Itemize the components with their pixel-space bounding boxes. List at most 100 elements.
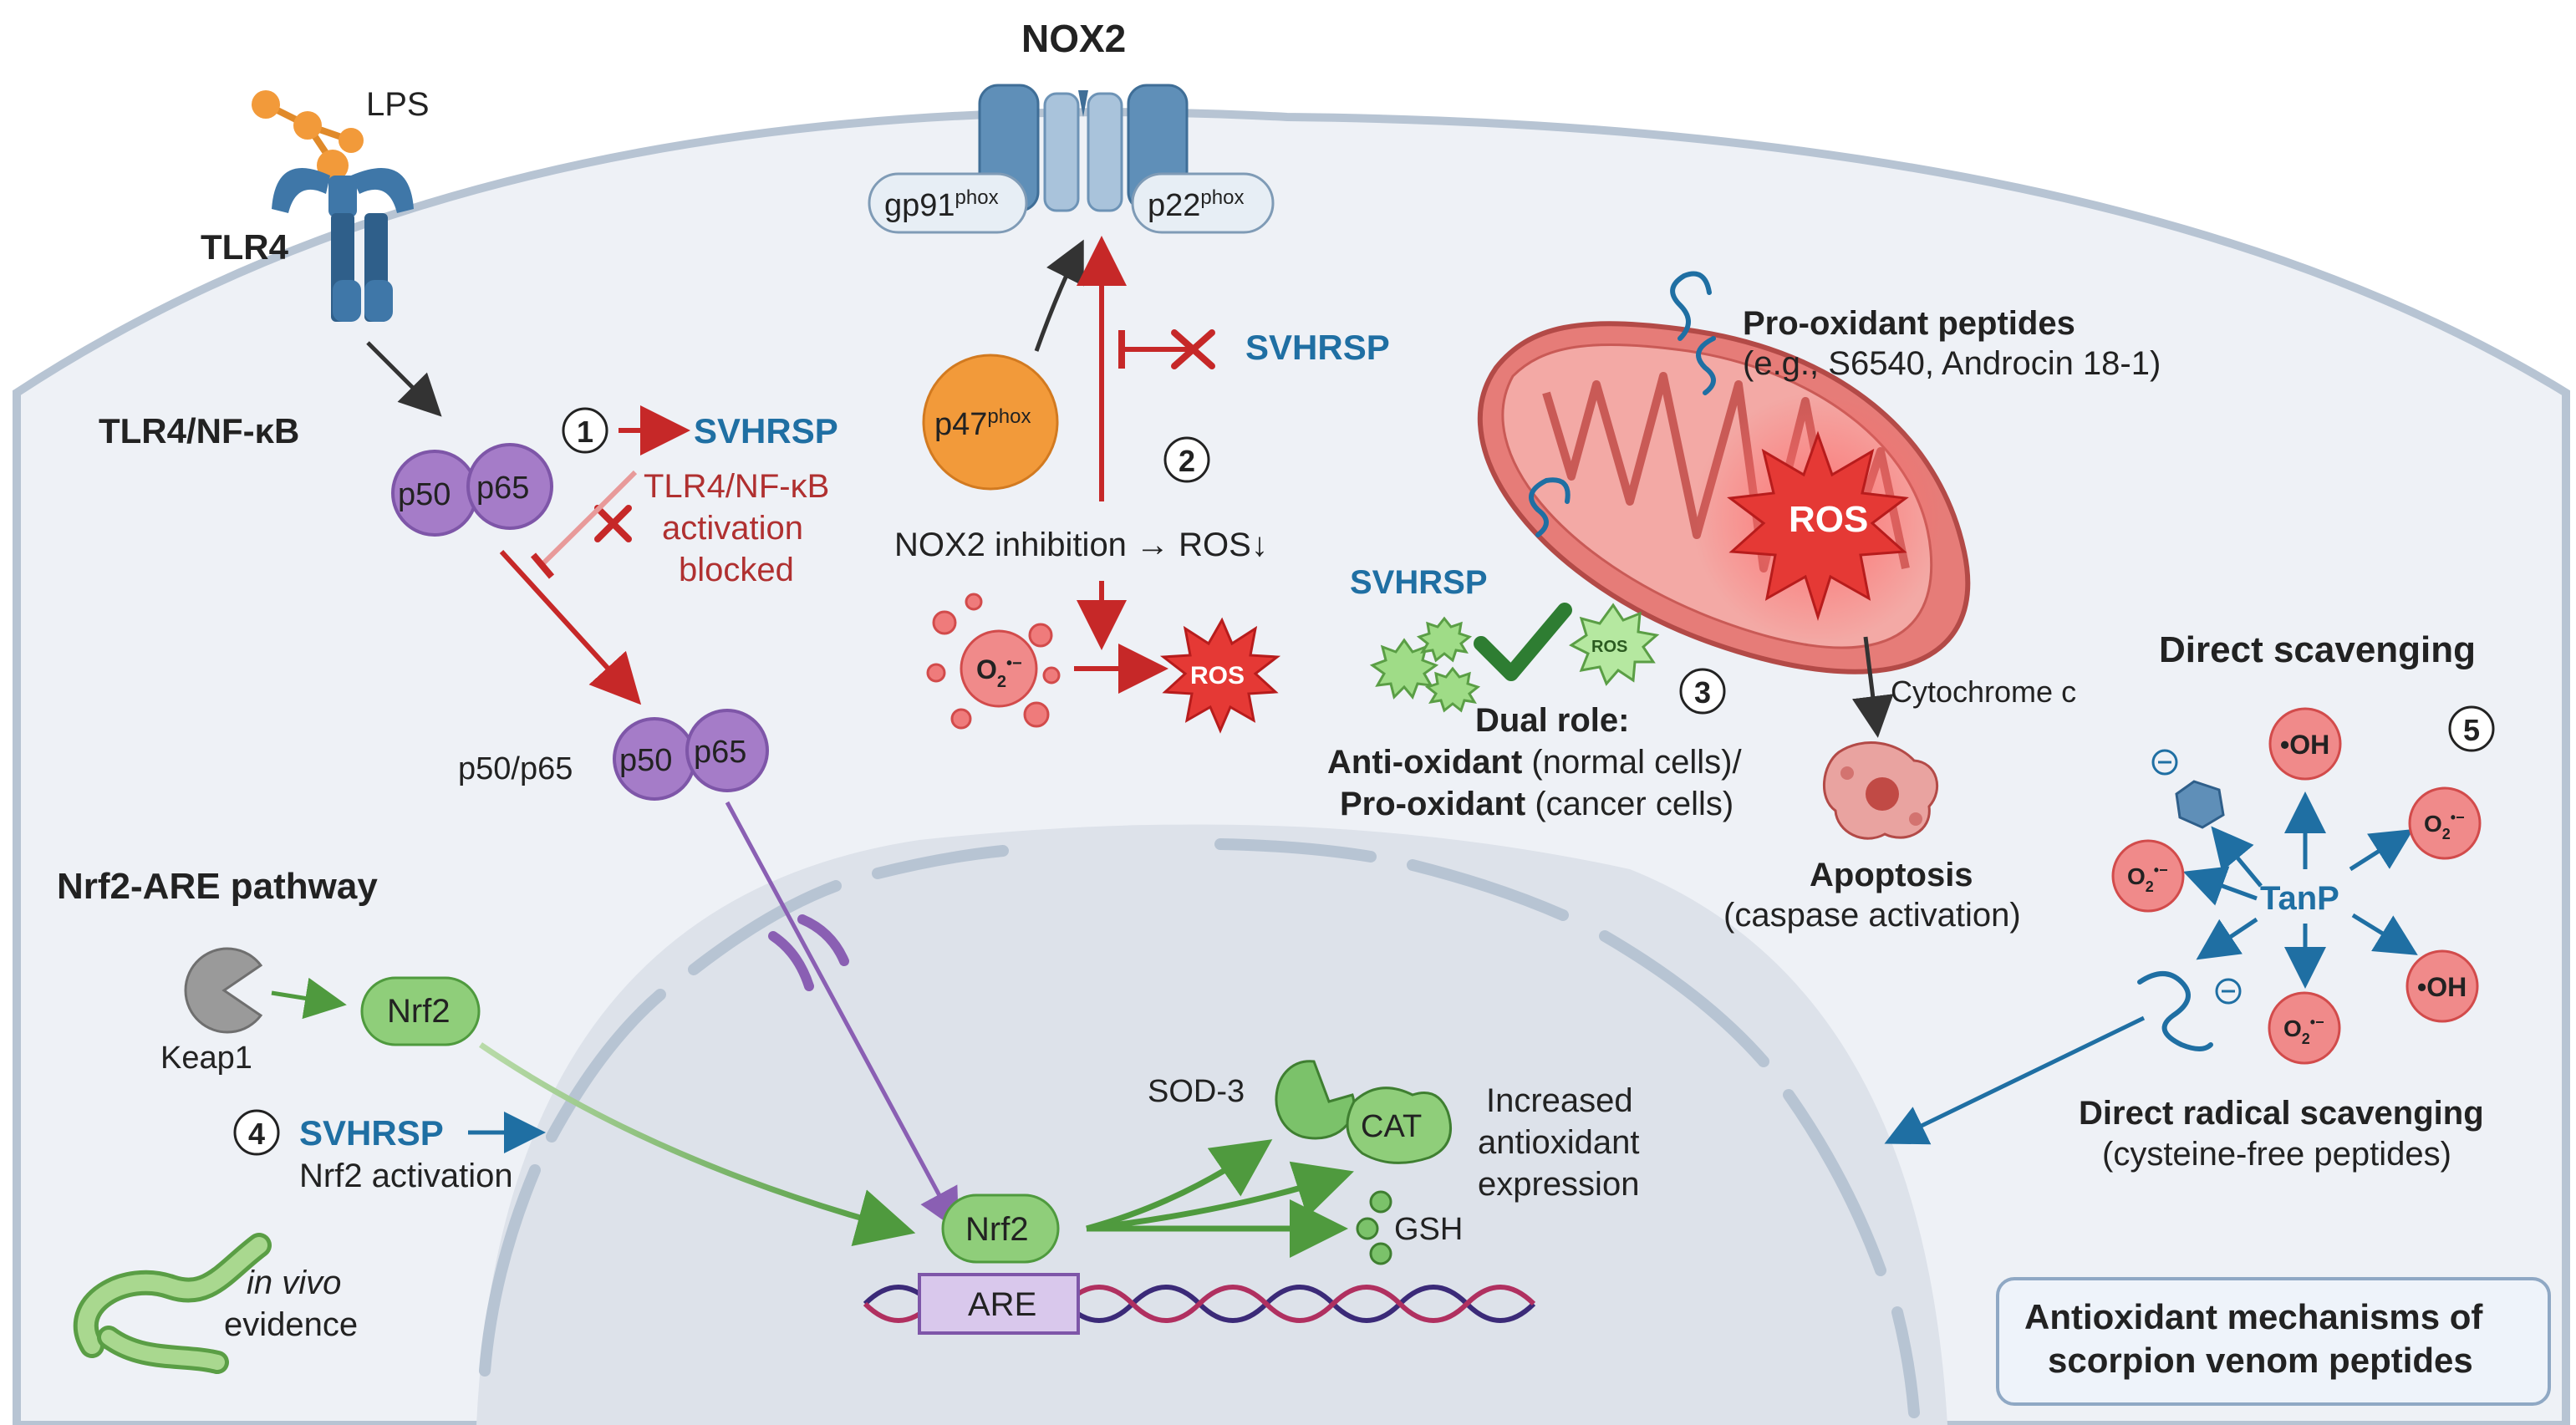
p47-subunit bbox=[922, 354, 1059, 491]
superoxide-bottom bbox=[2268, 991, 2341, 1065]
superoxide-cluster-icon bbox=[926, 593, 1061, 730]
p50-p65-label: p50/p65 bbox=[458, 751, 573, 786]
summary-line1: Antioxidant mechanisms of bbox=[2024, 1297, 2483, 1336]
ros-starburst-icon bbox=[1159, 617, 1281, 734]
svhrsp-2-label: SVHRSP bbox=[1245, 328, 1390, 367]
increased-line3: expression bbox=[1478, 1166, 1639, 1203]
peptide-squiggle-icon bbox=[1529, 271, 1716, 537]
cat-enzyme-icon bbox=[1346, 1087, 1452, 1164]
step-3-number: 3 bbox=[1694, 675, 1711, 710]
neutralized-ros-icons bbox=[1369, 616, 1481, 713]
lps-label: LPS bbox=[366, 86, 430, 123]
p47-recruitment-arrow bbox=[1034, 239, 1084, 352]
step-3-badge bbox=[1679, 668, 1726, 715]
lps-molecule-icon bbox=[252, 90, 364, 181]
keap1-release-arrow bbox=[271, 977, 347, 1020]
tlr4-blocked-line2: activation bbox=[662, 510, 803, 547]
tlr4-inhibition-line bbox=[539, 470, 638, 567]
p22-label: p22phox bbox=[1148, 186, 1244, 223]
pro-oxidant-line: Pro-oxidant (cancer cells) bbox=[1340, 786, 1733, 822]
tlr4-receptor-icon bbox=[272, 168, 414, 322]
ros-green-star bbox=[1569, 603, 1660, 686]
superoxide-right bbox=[2408, 786, 2482, 860]
gsh-label: GSH bbox=[1394, 1212, 1463, 1247]
nucleus bbox=[476, 824, 1947, 1425]
evidence-label: evidence bbox=[224, 1306, 358, 1343]
dual-role-title: Dual role: bbox=[1475, 702, 1629, 739]
ros-burst-mitochondrion bbox=[1727, 430, 1909, 622]
p65-label-2: p65 bbox=[694, 735, 746, 770]
step-2-number: 2 bbox=[1179, 444, 1195, 478]
cytochrome-label: Cytochrome c bbox=[1891, 674, 2076, 709]
pro-oxidant-title: Pro-oxidant peptides bbox=[1743, 305, 2075, 342]
nrf2-cytoplasm bbox=[360, 976, 481, 1046]
cat-label: CAT bbox=[1361, 1109, 1422, 1144]
ros-label-small: ROS bbox=[1190, 662, 1245, 690]
p22-subunit bbox=[1131, 172, 1275, 234]
step-5-number: 5 bbox=[2463, 713, 2480, 747]
keap1-label: Keap1 bbox=[160, 1041, 252, 1076]
p47-label: p47phox bbox=[934, 405, 1031, 442]
c-elegans-worm-icon bbox=[74, 1233, 272, 1374]
nox2-title: NOX2 bbox=[1021, 17, 1126, 60]
tanp-peptide-icon bbox=[2137, 971, 2242, 1051]
step-2-badge bbox=[1163, 436, 1210, 483]
superoxide-bottom-label: O2•− bbox=[2283, 1014, 2324, 1047]
increased-line2: antioxidant bbox=[1478, 1124, 1639, 1161]
svhrsp-3-label: SVHRSP bbox=[1350, 564, 1488, 601]
p50-label-2: p50 bbox=[619, 743, 672, 778]
cytochrome-arrow bbox=[1851, 636, 1894, 738]
hydroxyl-label-top: •OH bbox=[2280, 730, 2329, 760]
nuclear-pore-icon bbox=[768, 914, 849, 991]
nox2-x-icon bbox=[1171, 329, 1215, 369]
p65-label: p65 bbox=[476, 471, 529, 506]
nrf2-label-1: Nrf2 bbox=[387, 993, 451, 1030]
hydroxyl-radical-top bbox=[2268, 707, 2342, 781]
superoxide-molecule bbox=[960, 629, 1038, 708]
inhibition-x-icon bbox=[594, 505, 632, 542]
summary-line2: scorpion venom peptides bbox=[2048, 1341, 2473, 1380]
ros-label-mito: ROS bbox=[1789, 499, 1868, 540]
nox2-inhibition-label: NOX2 inhibition → ROS↓ bbox=[894, 527, 1268, 563]
hydroxyl-radical-right bbox=[2405, 949, 2479, 1023]
step-5-badge bbox=[2448, 705, 2495, 752]
tlr4-label: TLR4 bbox=[201, 227, 289, 267]
nfkb-complex-cytoplasm bbox=[391, 443, 553, 537]
nrf2-nuclear bbox=[941, 1193, 1060, 1264]
step-4-badge bbox=[233, 1109, 280, 1156]
gp91-subunit bbox=[868, 172, 1028, 234]
superoxide-left bbox=[2111, 839, 2185, 913]
nrf2-pathway-title: Nrf2-ARE pathway bbox=[57, 866, 378, 907]
p50-label: p50 bbox=[398, 477, 451, 512]
caspase-label: (caspase activation) bbox=[1723, 897, 2021, 934]
step-1-number: 1 bbox=[577, 415, 593, 449]
electron-minus-icon bbox=[2151, 749, 2225, 829]
superoxide-left-label: O2•− bbox=[2127, 862, 2168, 895]
tlr4-blocked-line3: blocked bbox=[679, 552, 794, 588]
nrf2-label-2: Nrf2 bbox=[965, 1211, 1029, 1248]
nrf2-translocation-arrow bbox=[479, 1042, 916, 1246]
summary-box bbox=[1996, 1277, 2551, 1406]
scavenging-arrows bbox=[2182, 791, 2418, 989]
tlr4-nfkb-label: TLR4/NF-κB bbox=[99, 411, 299, 450]
scavenging-to-nucleus-arrow bbox=[1884, 1015, 2146, 1145]
are-label: ARE bbox=[968, 1286, 1036, 1323]
nrf2-activation-label: Nrf2 activation bbox=[299, 1158, 513, 1194]
pro-oxidant-examples: (e.g., S6540, Androcin 18-1) bbox=[1743, 345, 2161, 382]
superoxide-right-label: O2•− bbox=[2424, 809, 2465, 842]
in-vivo-label: in vivo bbox=[247, 1265, 341, 1301]
ros-green-label: ROS bbox=[1591, 638, 1627, 656]
direct-radical-label: Direct radical scavenging bbox=[2079, 1095, 2484, 1132]
svhrsp-4-label: SVHRSP bbox=[299, 1113, 444, 1153]
check-mark-icon bbox=[1474, 603, 1572, 681]
step-4-number: 4 bbox=[248, 1117, 265, 1151]
apoptotic-cell-icon bbox=[1823, 741, 1939, 840]
keap1-pacman-icon bbox=[184, 947, 263, 1034]
tanp-label: TanP bbox=[2260, 880, 2339, 917]
nfkb-translocation-arrow bbox=[499, 549, 642, 705]
gp91-label: gp91phox bbox=[884, 186, 999, 223]
superoxide-label: O2•− bbox=[976, 654, 1022, 691]
are-box bbox=[918, 1273, 1080, 1335]
tlr4-to-nfkb-arrow bbox=[366, 341, 442, 417]
